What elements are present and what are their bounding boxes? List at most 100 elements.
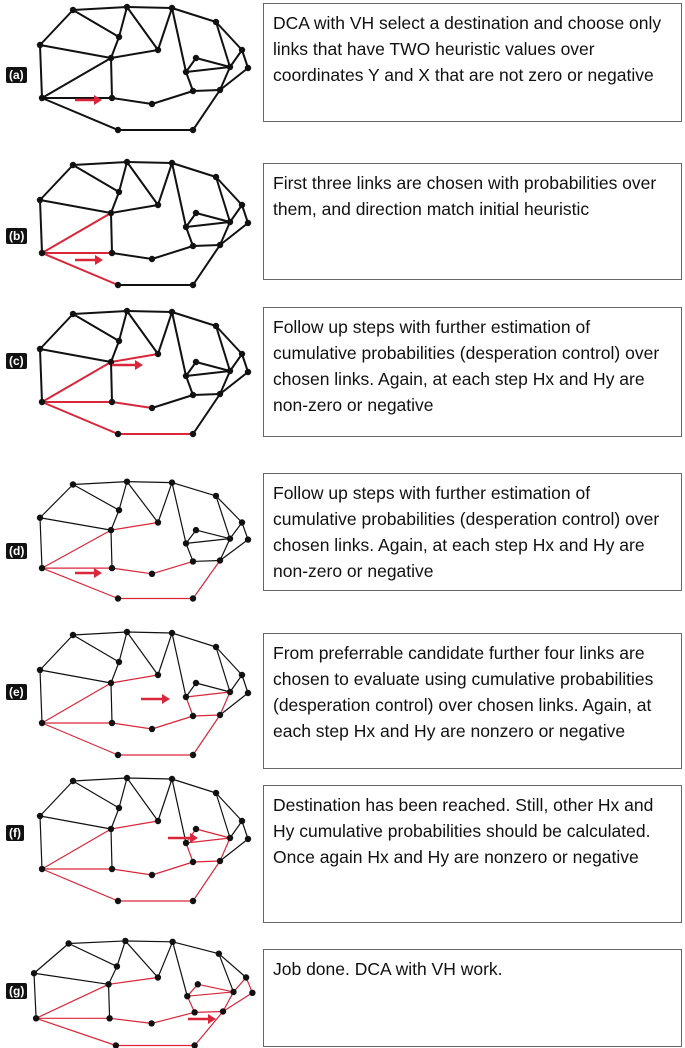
node bbox=[112, 1042, 120, 1048]
link bbox=[33, 943, 70, 974]
node bbox=[212, 322, 220, 330]
link bbox=[215, 646, 231, 693]
link bbox=[110, 340, 120, 363]
link bbox=[215, 176, 231, 223]
node bbox=[154, 974, 162, 981]
link bbox=[229, 204, 243, 223]
link bbox=[126, 777, 159, 822]
node bbox=[189, 126, 197, 134]
node bbox=[69, 161, 77, 169]
node bbox=[216, 557, 224, 564]
node bbox=[65, 940, 72, 947]
highlighted-link bbox=[194, 1011, 224, 1046]
link bbox=[126, 777, 173, 780]
highlighted-link bbox=[108, 976, 158, 985]
node bbox=[115, 337, 123, 345]
link bbox=[229, 353, 243, 372]
direction-arrow-icon bbox=[141, 694, 170, 704]
link bbox=[39, 164, 74, 201]
highlighted-link bbox=[111, 722, 153, 730]
link bbox=[171, 311, 217, 327]
node bbox=[106, 1015, 113, 1022]
node bbox=[108, 719, 116, 727]
node bbox=[30, 970, 38, 977]
node bbox=[168, 159, 176, 167]
link bbox=[219, 538, 231, 561]
node bbox=[226, 63, 234, 71]
node bbox=[216, 241, 224, 249]
description-box-d: Follow up steps with further estimation … bbox=[263, 473, 682, 591]
panel-c: (c) Follow up steps with further estimat… bbox=[0, 300, 685, 450]
panel-b: (b) First three links are chosen with pr… bbox=[0, 150, 685, 295]
link bbox=[111, 97, 153, 105]
link bbox=[110, 212, 113, 254]
node bbox=[123, 628, 131, 636]
node bbox=[244, 368, 252, 376]
link bbox=[219, 838, 249, 862]
link bbox=[171, 632, 187, 698]
link bbox=[171, 632, 217, 648]
node bbox=[212, 492, 220, 500]
link bbox=[107, 984, 111, 1019]
node bbox=[216, 711, 224, 719]
link bbox=[39, 44, 43, 99]
node bbox=[168, 4, 176, 12]
link bbox=[171, 778, 187, 844]
description-box-b: First three links are chosen with probab… bbox=[263, 163, 682, 280]
node bbox=[69, 631, 77, 639]
link bbox=[219, 221, 231, 246]
link bbox=[126, 161, 159, 206]
highlighted-link bbox=[111, 567, 153, 575]
highlighted-link bbox=[194, 1010, 224, 1013]
link bbox=[151, 245, 194, 260]
link bbox=[72, 780, 120, 809]
node bbox=[215, 950, 222, 957]
link bbox=[72, 313, 120, 342]
node bbox=[105, 981, 112, 988]
node bbox=[114, 430, 122, 438]
link bbox=[192, 89, 221, 131]
node bbox=[189, 558, 197, 565]
link bbox=[110, 807, 120, 830]
link bbox=[151, 90, 194, 105]
link bbox=[192, 393, 221, 396]
node bbox=[108, 249, 116, 257]
node bbox=[189, 242, 197, 250]
node bbox=[154, 519, 162, 526]
link bbox=[218, 953, 247, 978]
highlighted-link bbox=[109, 1017, 152, 1024]
link bbox=[171, 162, 187, 228]
link bbox=[118, 310, 128, 342]
link bbox=[215, 176, 243, 206]
node bbox=[108, 865, 116, 873]
highlighted-link bbox=[192, 714, 221, 717]
node bbox=[36, 514, 44, 521]
link bbox=[229, 674, 243, 693]
direction-arrow-icon bbox=[75, 95, 102, 105]
highlighted-link bbox=[110, 353, 159, 363]
link bbox=[218, 953, 235, 993]
node bbox=[148, 871, 156, 879]
link bbox=[185, 71, 194, 92]
link bbox=[39, 815, 43, 870]
panel-label-e: (e) bbox=[6, 684, 27, 700]
link bbox=[157, 7, 173, 51]
node bbox=[244, 835, 252, 843]
node bbox=[36, 196, 44, 204]
node bbox=[154, 817, 162, 825]
node bbox=[108, 564, 116, 572]
node bbox=[123, 158, 131, 166]
node bbox=[36, 41, 44, 49]
panel-label-d: (d) bbox=[6, 543, 28, 559]
node bbox=[216, 390, 224, 398]
direction-arrow-icon bbox=[75, 255, 103, 265]
link bbox=[108, 966, 118, 985]
link bbox=[219, 66, 231, 91]
node bbox=[154, 46, 162, 54]
node bbox=[189, 751, 197, 759]
node bbox=[154, 671, 162, 679]
node bbox=[123, 774, 131, 782]
node bbox=[182, 839, 190, 847]
node bbox=[38, 398, 46, 406]
node bbox=[192, 54, 200, 62]
